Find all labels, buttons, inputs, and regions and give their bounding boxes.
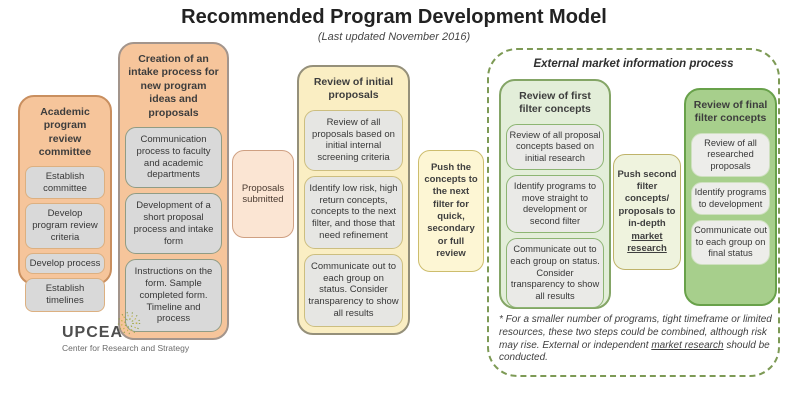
initial-review-item: Identify low risk, high return concepts,… [304,175,403,249]
first-filter-item: Review of all proposal concepts based on… [506,123,604,171]
initial-review-item: Communicate out to each group on status.… [304,253,403,327]
external-process-title: External market information process [533,58,734,70]
intake-box: Creation of an intake process for new pr… [118,42,229,340]
intake-item: Development of a short proposal process … [125,193,222,255]
committee-box: Academic program review committee Establ… [18,95,112,312]
starburst-icon [117,311,141,335]
initial-review-item: Review of all proposals based on initial… [304,109,403,171]
committee-item: Develop process [25,252,105,275]
final-filter-header: Review of final filter concepts [693,99,768,125]
committee-item: Establish timelines [25,278,105,312]
diagram-subtitle: (Last updated November 2016) [317,31,471,43]
final-filter-box: Review of final filter concepts Review o… [684,88,777,306]
committee-header: Academic program review committee [38,106,92,159]
initial-review-box: Review of initial proposals Review of al… [297,65,410,335]
first-filter-header: Review of first filter concepts [519,90,591,116]
external-process-container: External market information process Revi… [487,48,780,377]
intake-header: Creation of an intake process for new pr… [128,53,219,119]
intake-item: Communication process to faculty and aca… [125,127,222,189]
push-concepts-box: Push the concepts to the next filter for… [418,150,484,272]
first-filter-item: Identify programs to move straight to de… [506,175,604,234]
final-filter-item: Communicate out to each group on final s… [691,220,770,265]
final-filter-item: Review of all researched proposals [691,132,770,178]
first-filter-item: Communicate out to each group on status.… [506,238,604,309]
committee-item: Establish committee [25,165,105,200]
proposals-submitted-box: Proposals submitted [232,150,294,238]
logo-tagline: Center for Research and Strategy [62,343,190,353]
final-filter-item: Identify programs to development [691,182,770,216]
intake-item: Instructions on the form. Sample complet… [125,259,222,333]
footnote: * For a smaller number of programs, tigh… [499,314,772,364]
market-research-link-text: market research [627,230,667,254]
proposals-submitted-label: Proposals submitted [241,183,285,205]
diagram-title: Recommended Program Development Model [181,6,607,28]
initial-review-header: Review of initial proposals [313,76,394,102]
logo-name: UPCEA [62,324,124,341]
push-second-filter-box: Push second filter concepts/ proposals t… [613,154,681,270]
footnote-market-research-text: market research [651,339,724,351]
first-filter-box: Review of first filter concepts Review o… [499,79,611,309]
committee-item: Develop program review criteria [25,203,105,249]
push-second-filter-label: Push second filter concepts/ proposals t… [617,168,677,254]
upcea-logo: UPCEA Center for Research and Strategy [62,311,212,360]
push-concepts-label: Push the concepts to the next filter for… [424,161,478,260]
